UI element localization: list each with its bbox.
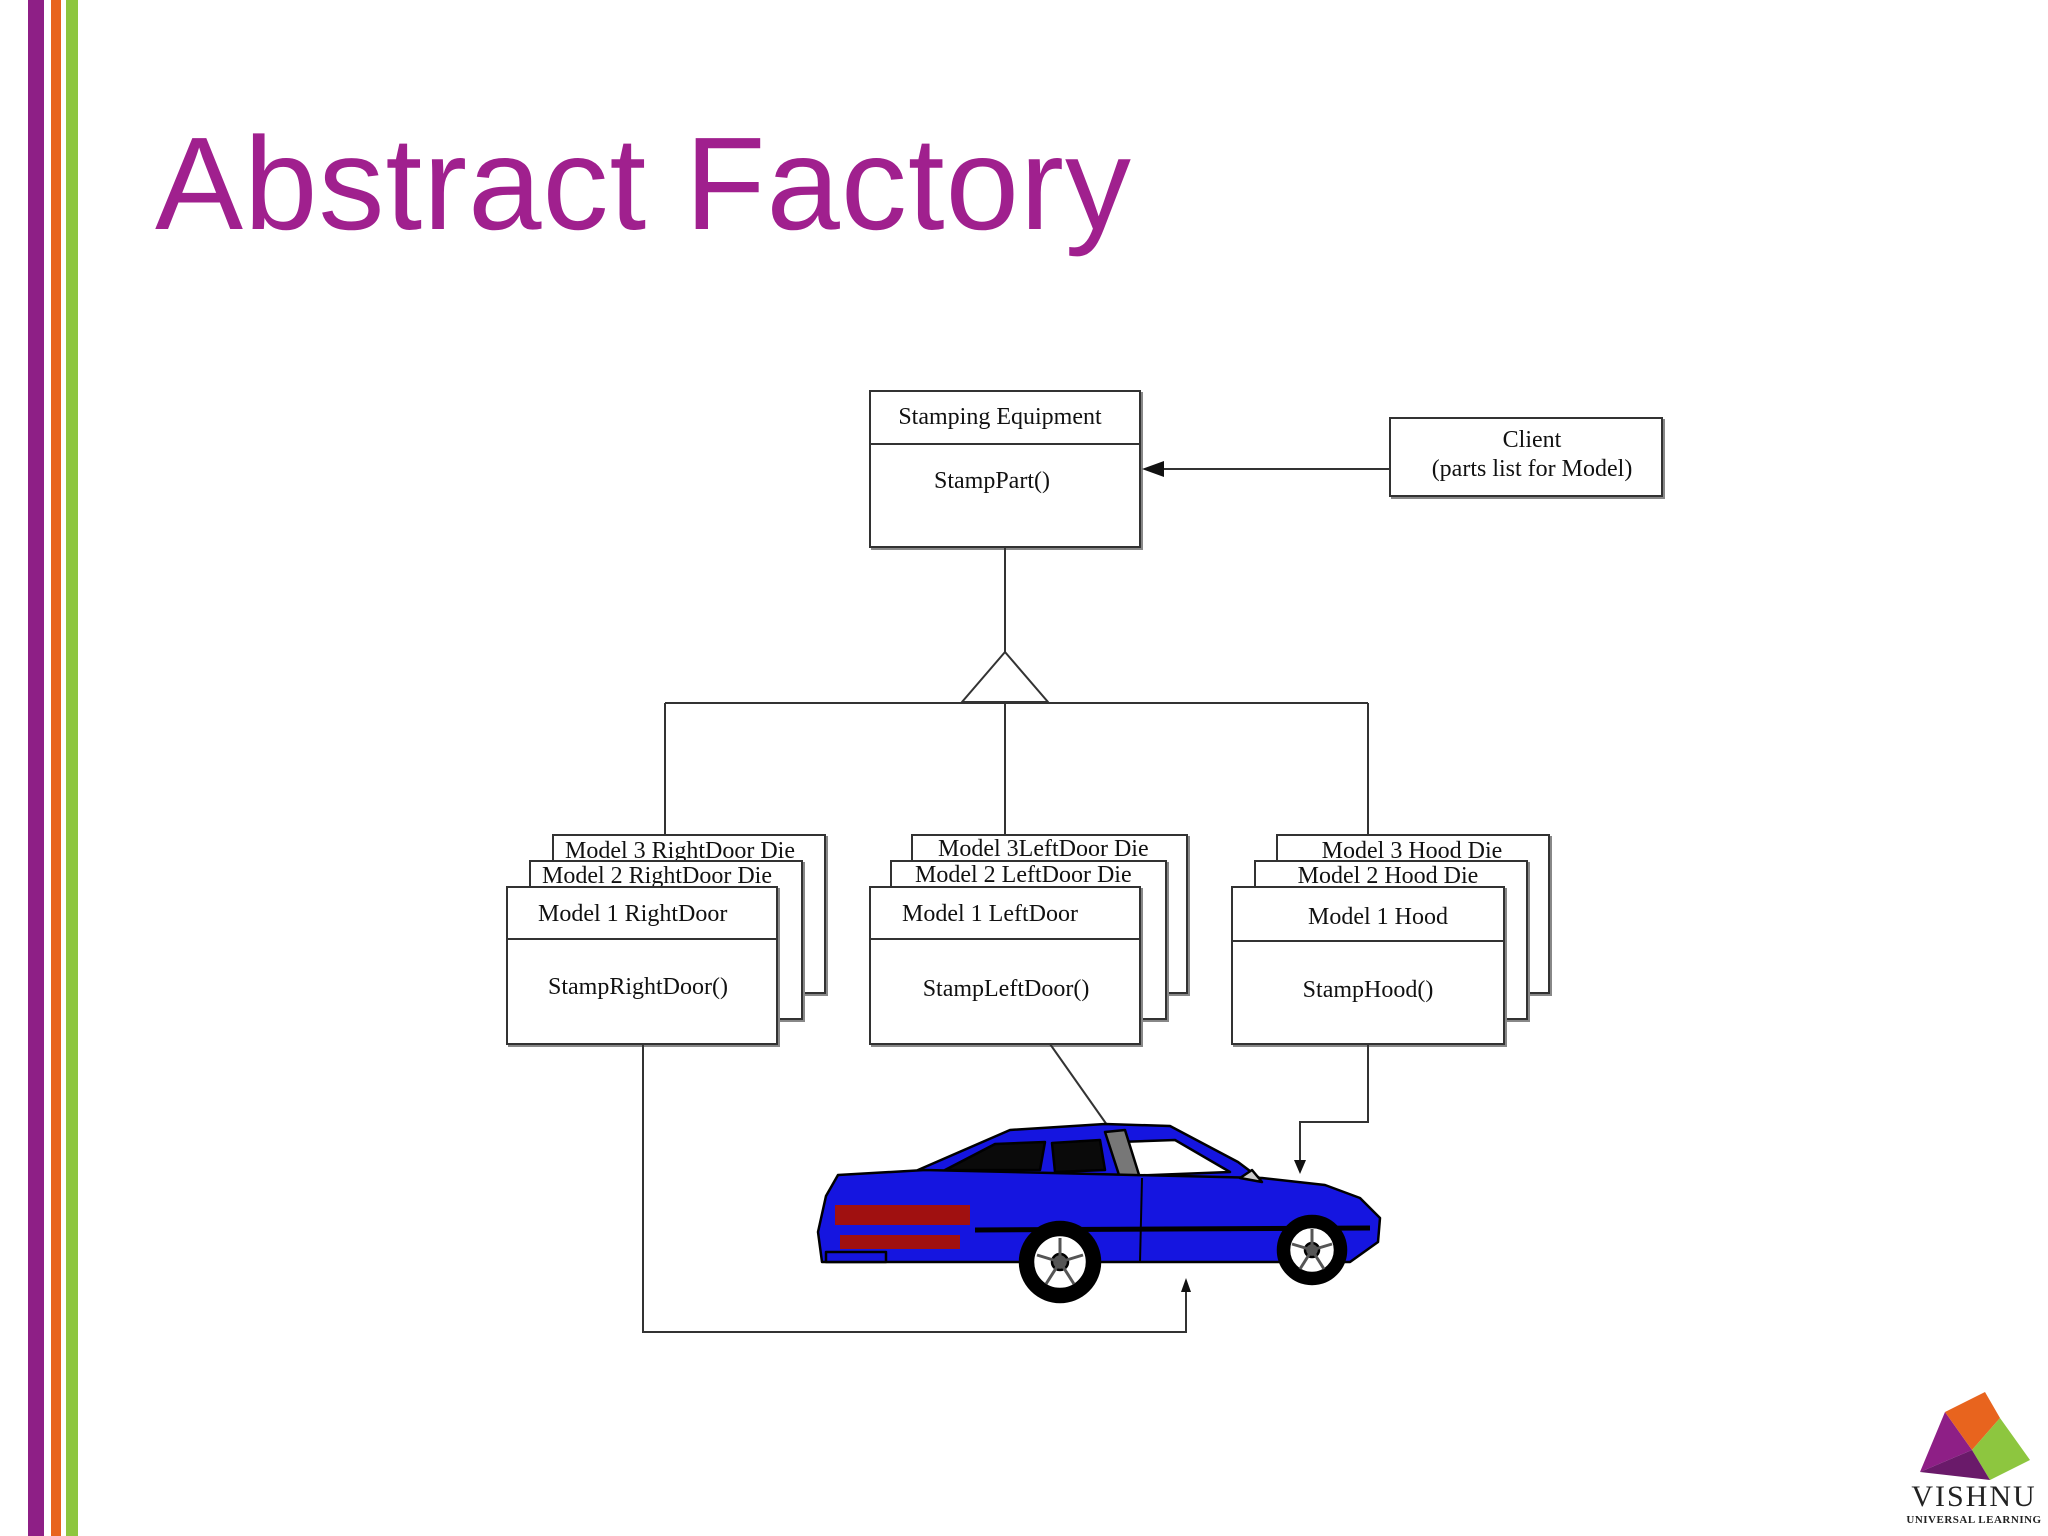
model2-hood-die-label: Model 2 Hood Die	[1298, 863, 1479, 889]
client-to-equipment-arrow	[1142, 461, 1390, 477]
stripe-orange	[51, 0, 61, 1536]
model1-right-door-label: Model 1 RightDoor	[538, 901, 727, 927]
stamp-left-door-method: StampLeftDoor()	[923, 976, 1090, 1002]
arrowhead-to-car-bottom	[1181, 1278, 1191, 1292]
logo-tagline: UNIVERSAL LEARNING	[1906, 1514, 2042, 1526]
model2-left-door-die-label: Model 2 LeftDoor Die	[915, 862, 1132, 888]
model1-hood-label: Model 1 Hood	[1308, 904, 1448, 930]
stamp-part-method: StampPart()	[934, 468, 1050, 494]
left-door-die-group: Model 3LeftDoor Die Model 2 LeftDoor Die…	[869, 834, 1188, 1045]
car-illustration	[816, 1122, 1382, 1304]
stripe-purple	[28, 0, 44, 1536]
logo-name: VISHNU	[1911, 1480, 2037, 1513]
client-label: Client	[1503, 427, 1562, 453]
arrowhead-to-car-hood	[1294, 1160, 1306, 1174]
client-class: Client (parts list for Model)	[1389, 417, 1663, 497]
stamp-hood-method: StampHood()	[1303, 977, 1434, 1003]
stamp-right-door-method: StampRightDoor()	[548, 974, 728, 1000]
right-door-die-group: Model 3 RightDoor Die Model 2 RightDoor …	[506, 834, 826, 1045]
model3-hood-die-label: Model 3 Hood Die	[1322, 838, 1503, 864]
hood-die-group: Model 3 Hood Die Model 2 Hood Die Model …	[1231, 834, 1550, 1045]
model3-left-door-die-label: Model 3LeftDoor Die	[938, 836, 1149, 862]
stripe-green	[66, 0, 78, 1536]
client-parts-list-label: (parts list for Model)	[1432, 456, 1633, 482]
model3-right-door-die-label: Model 3 RightDoor Die	[565, 838, 795, 864]
model2-right-door-die-label: Model 2 RightDoor Die	[542, 863, 772, 889]
stamping-equipment-name: Stamping Equipment	[898, 404, 1102, 430]
triangle-arrows-logo-icon	[1920, 1392, 2030, 1480]
vishnu-logo: VISHNU UNIVERSAL LEARNING	[1900, 1480, 2048, 1527]
model1-left-door-label: Model 1 LeftDoor	[902, 901, 1078, 927]
stamping-equipment-class: Stamping Equipment StampPart()	[869, 390, 1141, 548]
slide-title: Abstract Factory	[155, 110, 1132, 257]
product-connectors	[642, 1043, 1369, 1333]
